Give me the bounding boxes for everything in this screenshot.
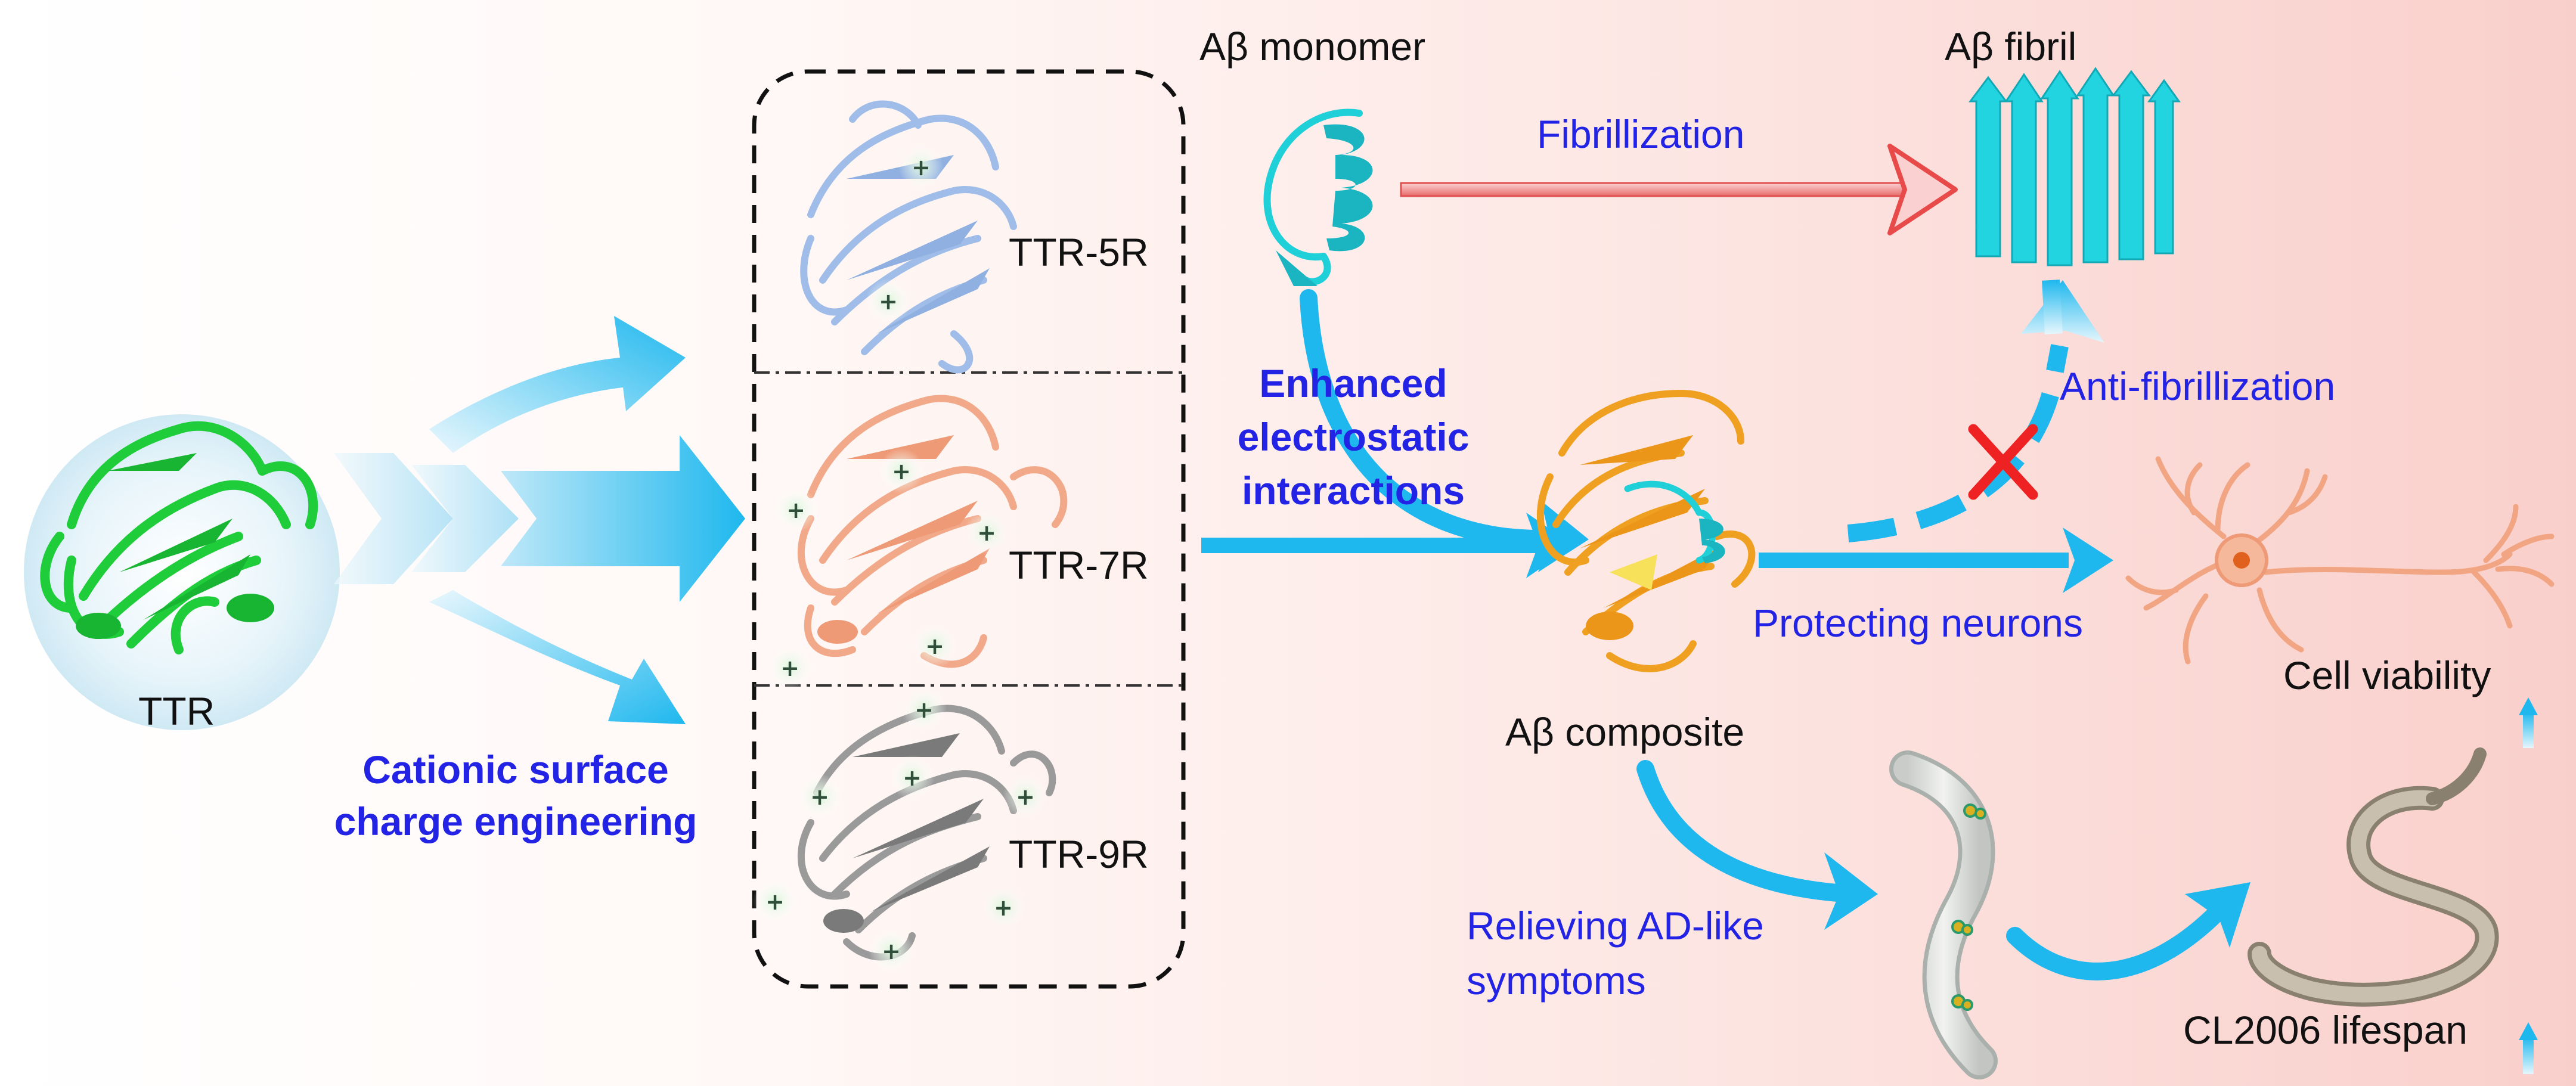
charge-plus-label: + — [903, 765, 922, 791]
ttr-5r-label: TTR-5R — [1009, 230, 1149, 274]
charge-plus-label: + — [915, 697, 934, 723]
abeta-composite-icon — [1537, 389, 1756, 672]
surface-charge-markers: + + + + + + + + + + + + + + — [752, 144, 1048, 973]
neuroprotection-arrow — [1759, 528, 2113, 593]
charge-plus-label: + — [810, 784, 829, 810]
abeta-fibril-label: Aβ fibril — [1945, 24, 2077, 69]
abeta-monomer-label: Aβ monomer — [1199, 24, 1426, 69]
charge-plus-label: + — [912, 154, 931, 181]
charge-plus-label: + — [780, 655, 799, 681]
relieving-label-line1: Relieving AD-like — [1467, 904, 1764, 948]
cell-viability-label: Cell viability — [2283, 653, 2491, 697]
neuron-nucleus-icon — [2233, 552, 2250, 569]
fibrillization-label: Fibrillization — [1537, 112, 1745, 156]
protecting-neurons-label: Protecting neurons — [1753, 601, 2084, 645]
ttr-5r-protein-icon — [800, 100, 1017, 374]
engineering-label-line2: charge engineering — [334, 799, 698, 843]
charge-plus-label: + — [977, 520, 996, 546]
ttr-protein-icon — [24, 414, 340, 730]
lifespan-arrow — [2006, 882, 2250, 980]
abeta-composite-label: Aβ composite — [1505, 710, 1745, 754]
ttr-label: TTR — [138, 689, 215, 733]
electrostatic-label-line2: electrostatic — [1237, 415, 1470, 459]
blocked-x-icon — [1968, 424, 2038, 500]
neuron-icon — [2125, 456, 2555, 665]
charge-plus-label: + — [879, 288, 898, 315]
cell-viability-increase-icon — [2519, 697, 2538, 748]
fibrillization-arrow — [1400, 144, 1958, 235]
electrostatic-label-line3: interactions — [1241, 468, 1465, 513]
transgenic-worm-icon — [1889, 750, 1998, 1079]
ttr-9r-label: TTR-9R — [1009, 832, 1149, 876]
in-vivo-arrow — [1636, 760, 1878, 930]
electrostatic-label-line1: Enhanced — [1259, 361, 1447, 405]
charge-plus-label: + — [994, 895, 1013, 921]
charge-plus-label: + — [882, 938, 901, 964]
ttr-7r-label: TTR-7R — [1009, 543, 1149, 587]
charge-plus-label: + — [925, 633, 944, 659]
lifespan-increase-icon — [2519, 1022, 2538, 1074]
charge-plus-label: + — [786, 497, 805, 523]
ttr-7r-protein-icon — [797, 395, 1068, 668]
relieving-label-line2: symptoms — [1467, 958, 1646, 1003]
cl2006-worm-icon — [2248, 747, 2499, 1007]
ttr-variants-panel — [752, 69, 1186, 989]
charge-plus-label: + — [892, 458, 911, 485]
anti-fibrillization-label: Anti-fibrillization — [2060, 364, 2336, 408]
engineering-arrows — [334, 316, 745, 724]
cl2006-lifespan-label: CL2006 lifespan — [2183, 1008, 2468, 1052]
charge-plus-label: + — [765, 889, 785, 915]
charge-plus-label: + — [1016, 784, 1035, 810]
abeta-monomer-icon — [1263, 108, 1373, 286]
abeta-fibril-icon — [1969, 67, 2181, 266]
engineering-label-line1: Cationic surface — [362, 747, 669, 792]
